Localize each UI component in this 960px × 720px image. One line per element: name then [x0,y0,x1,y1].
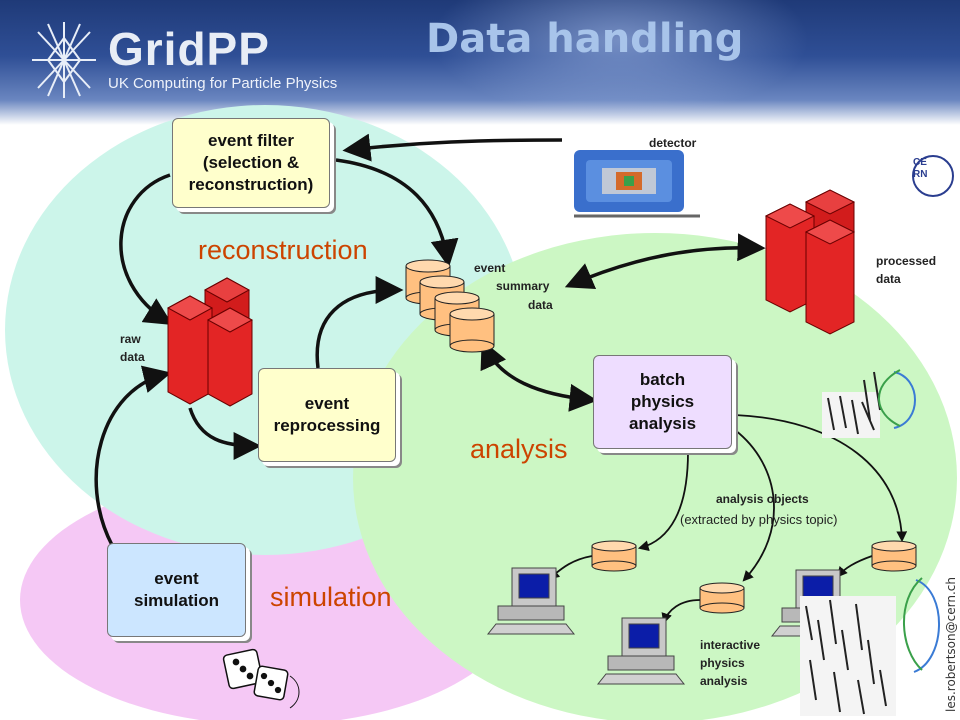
arrow-simulation-to-raw [94,365,172,546]
author-email: les.robertson@cern.ch [944,577,958,712]
arrow-batch-to-object-2 [734,429,775,582]
raw-data-label: raw data [120,332,145,364]
arrow-filter-to-raw [119,173,173,325]
analysis-object-disk-2 [699,582,745,614]
event-summary-label-line3: data [528,298,553,312]
workstation-2 [596,617,686,685]
logo-subtitle: UK Computing for Particle Physics [108,75,338,92]
arrow-batch-to-object-1 [637,451,689,551]
arrow-filter-to-esd [335,158,459,268]
event-filter-box: event filter (selection & reconstruction… [172,118,330,208]
detector-label: detector [649,136,697,150]
event-summary-label-line1: event [474,261,506,275]
event-reprocessing-box: event reprocessing [258,368,396,462]
reconstruction-label: reconstruction [198,235,368,265]
analysis-object-disk-3 [871,540,917,572]
event-summary-label-line2: summary [496,279,550,293]
simulation-label: simulation [270,582,392,612]
logo-name: GridPP [108,23,270,75]
page-title: Data handling [426,16,744,62]
event-display-image-upper [822,369,916,438]
processed-data-tape-store [764,189,856,335]
arrow-esd-processed [564,233,766,290]
interactive-analysis-label: interactive physics analysis [700,638,761,688]
arrow-esd-batch [480,339,598,412]
analysis-objects-sublabel: (extracted by physics topic) [680,512,838,527]
analysis-objects-label: analysis objects [716,492,809,506]
analysis-label: analysis [470,434,568,464]
raw-data-tape-store [166,277,254,407]
gridpp-star-icon [32,22,96,98]
arrow-reprocessing-to-esd [315,276,404,369]
arrow-batch-to-object-3 [734,414,908,543]
header-banner: GridPP UK Computing for Particle Physics… [0,0,960,125]
arrow-raw-to-reprocessing [188,407,262,460]
event-display-image-lower [800,577,940,716]
cern-logo-text: CERN [913,157,928,180]
event-simulation-box: event simulation [107,543,246,637]
event-summary-disk-stack [405,259,495,353]
arrow-detector-to-filter [342,133,563,162]
cern-logo [912,155,954,197]
analysis-object-disk-1 [591,540,637,572]
dice-icon [222,648,300,709]
batch-physics-analysis-box: batch physics analysis [593,355,732,449]
detector-image [566,126,720,222]
workstation-1 [486,567,576,635]
processed-data-label: processed data [876,254,937,286]
